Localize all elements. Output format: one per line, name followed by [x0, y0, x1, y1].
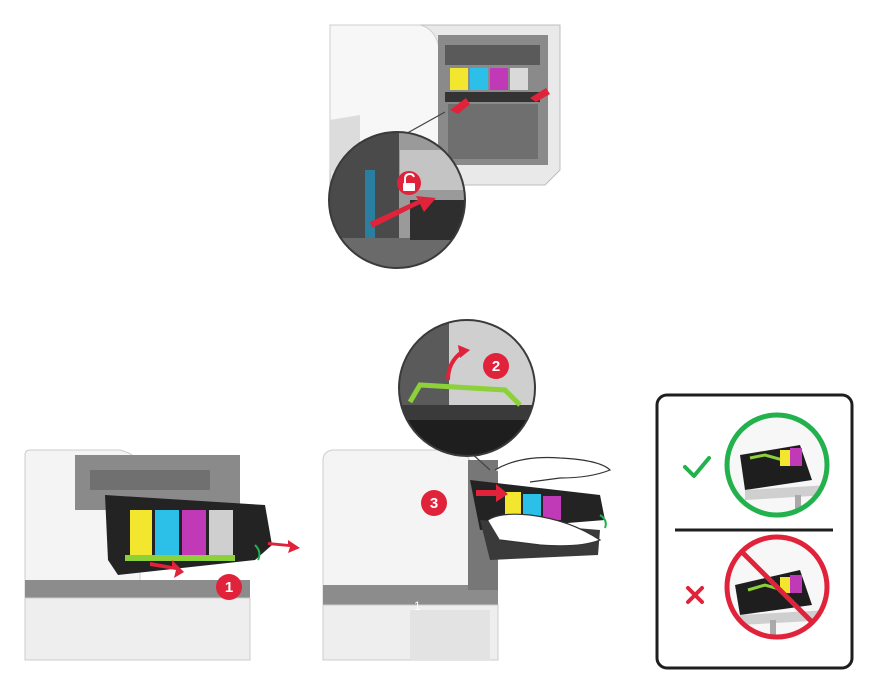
incorrect-orientation-example — [686, 534, 830, 640]
checkmark-icon — [683, 456, 711, 478]
latch-zoom-circle — [328, 131, 466, 269]
pull-out-kit-illustration — [24, 449, 300, 661]
step-number-2: 2 — [492, 358, 500, 375]
step-badge-2: 2 — [483, 353, 509, 379]
do-dont-panel — [655, 393, 854, 670]
red-arrow-icon — [476, 484, 508, 502]
unlock-icon — [397, 171, 421, 195]
red-arrow-icon — [530, 88, 550, 102]
step-number-3: 3 — [430, 495, 438, 512]
step-badge-3: 3 — [421, 490, 447, 516]
remove-kit-illustration: 1 — [322, 449, 612, 661]
step-badge-1: 1 — [216, 574, 242, 600]
red-arrow-icon — [370, 196, 436, 228]
handle-zoom-circle — [398, 319, 536, 457]
red-arrow-icon — [450, 98, 470, 114]
tray-number-label: 1 — [414, 599, 421, 613]
red-arrow-icon — [150, 560, 184, 578]
red-arrow-icon — [268, 540, 300, 553]
cross-icon — [686, 586, 704, 604]
correct-orientation-example — [683, 412, 830, 518]
step-number-1: 1 — [225, 579, 233, 596]
blue-latch — [365, 170, 375, 240]
